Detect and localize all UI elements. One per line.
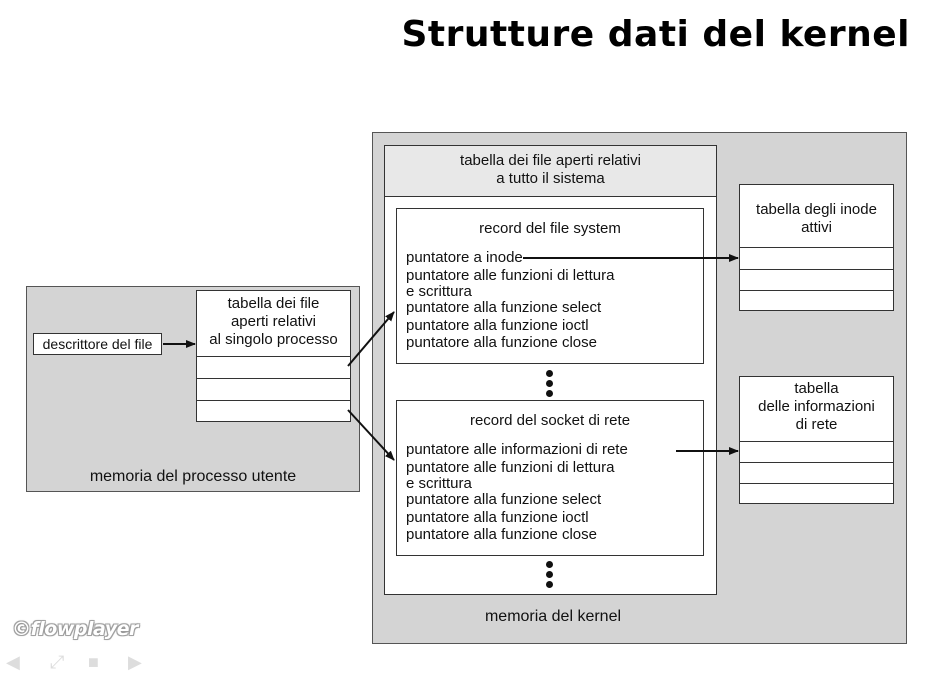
table-row [197, 356, 350, 357]
file-system-record: record del file system puntatore a inode… [396, 208, 704, 364]
ellipsis-dots [546, 561, 553, 591]
active-inode-table: tabella degli inode attivi [739, 184, 894, 311]
table-row [740, 441, 893, 442]
fs-record-title: record del file system [479, 220, 621, 237]
table-row [197, 378, 350, 379]
ellipsis-dots [546, 370, 553, 400]
file-descriptor-box: descrittore del file [33, 333, 162, 355]
user-memory-label: memoria del processo utente [89, 468, 297, 485]
list-item: e scrittura [406, 283, 472, 300]
table-row [740, 290, 893, 291]
fs-record-pointers: puntatore a inode puntatore alle funzion… [406, 249, 614, 352]
list-item: puntatore alla funzione select [406, 491, 602, 508]
table-row [740, 462, 893, 463]
list-item: puntatore alla funzione ioctl [406, 316, 589, 334]
inode-table-header: tabella degli inode attivi [756, 201, 877, 236]
page-title: Strutture dati del kernel [401, 14, 910, 55]
table-row [740, 247, 893, 248]
table-row [197, 400, 350, 401]
network-table-header: tabella delle informazioni di rete [758, 380, 875, 433]
socket-record-pointers: puntatore alle informazioni di rete punt… [406, 441, 628, 544]
per-process-table-header: tabella dei file aperti relativi al sing… [209, 295, 338, 348]
fullscreen-icon[interactable]: ⤢ [50, 652, 65, 672]
list-item: puntatore alle informazioni di rete [406, 441, 628, 458]
list-item: e scrittura [406, 475, 472, 492]
system-table-header: tabella dei file aperti relativi a tutto… [384, 145, 717, 197]
list-item: puntatore alle funzioni di lettura [406, 458, 615, 476]
list-item: puntatore alla funzione close [406, 526, 597, 543]
list-item: puntatore alla funzione select [406, 299, 602, 316]
next-icon[interactable]: ▶ [128, 652, 142, 672]
prev-icon[interactable]: ◀ [6, 652, 20, 672]
list-item: puntatore alle funzioni di lettura [406, 266, 615, 284]
table-row [740, 483, 893, 484]
network-info-table: tabella delle informazioni di rete [739, 376, 894, 504]
list-item: puntatore alla funzione close [406, 334, 597, 351]
socket-record-title: record del socket di rete [469, 412, 631, 429]
stop-icon[interactable]: ■ [88, 652, 99, 672]
flowplayer-logo: ©flowplayer [12, 618, 138, 640]
table-row [740, 269, 893, 270]
kernel-memory-label: memoria del kernel [484, 608, 622, 625]
network-socket-record: record del socket di rete puntatore alle… [396, 400, 704, 556]
list-item: puntatore a inode [406, 249, 523, 266]
list-item: puntatore alla funzione ioctl [406, 508, 589, 526]
per-process-file-table: tabella dei file aperti relativi al sing… [196, 290, 351, 422]
file-descriptor-label: descrittore del file [42, 336, 153, 352]
